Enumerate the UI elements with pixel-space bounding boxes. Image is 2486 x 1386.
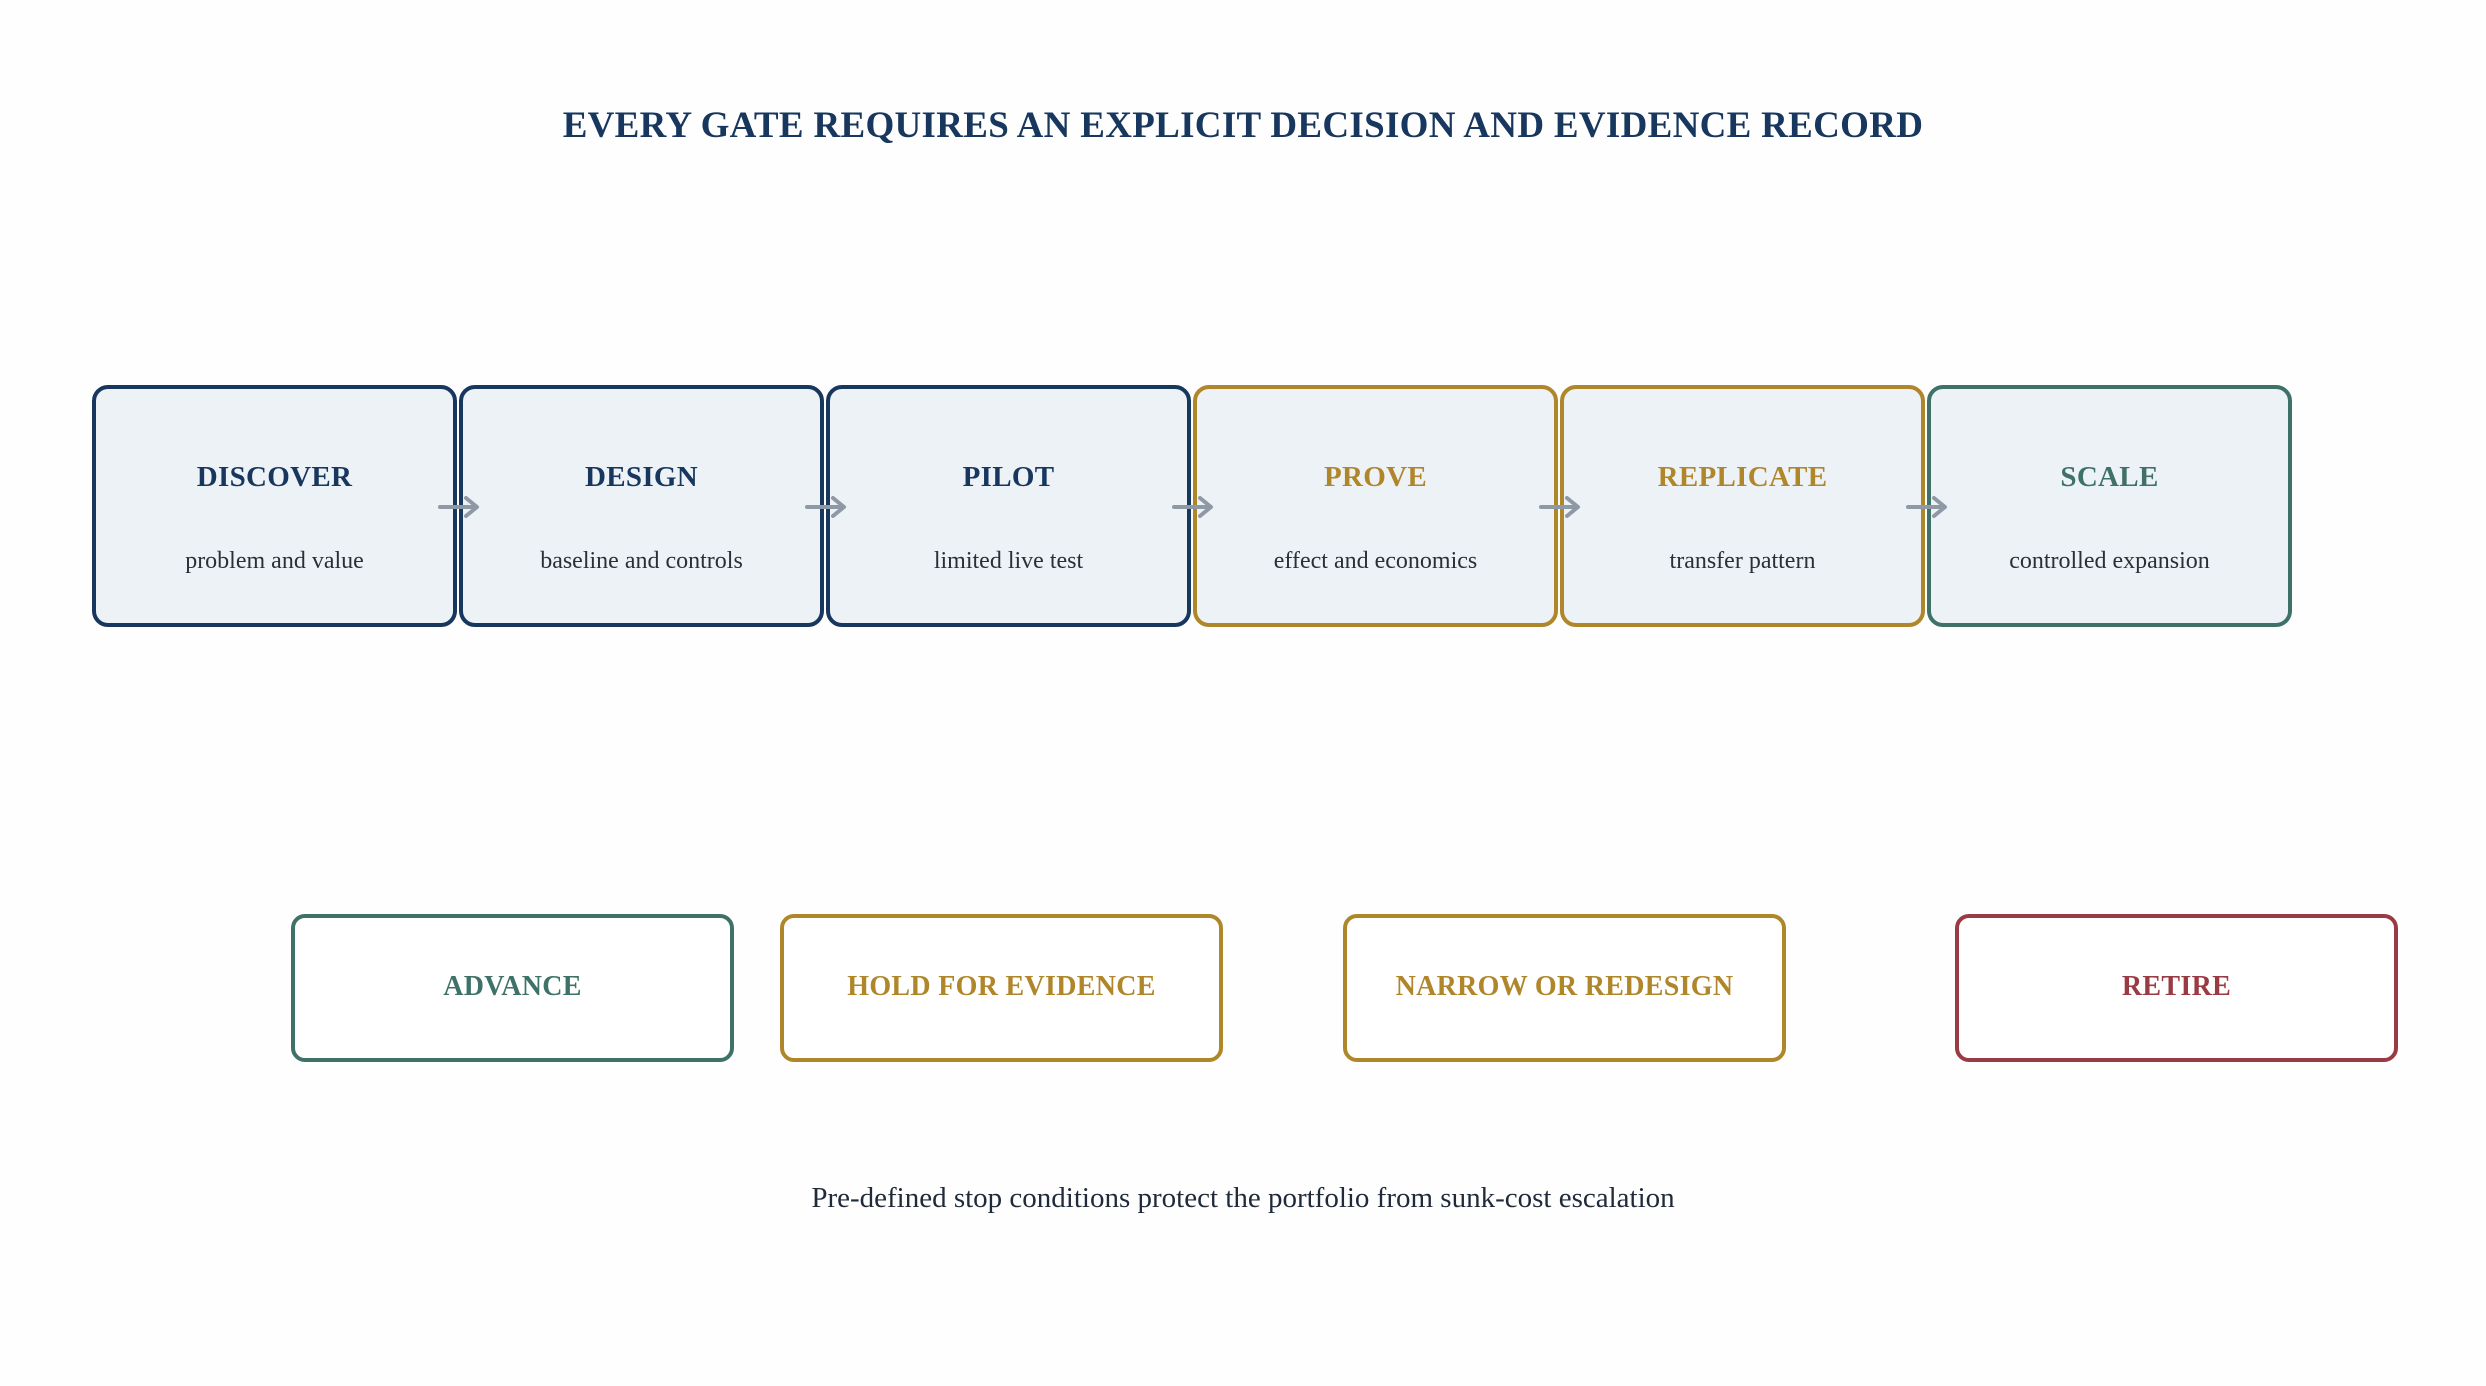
arrow-right-icon — [1539, 496, 1580, 518]
stage-subtitle: limited live test — [933, 548, 1084, 574]
diagram-title: EVERY GATE REQUIRES AN EXPLICIT DECISION… — [562, 105, 1924, 146]
stage-name: SCALE — [2060, 461, 2159, 493]
decision-label: RETIRE — [2121, 971, 2232, 1002]
decision-label: NARROW OR REDESIGN — [1395, 971, 1734, 1002]
arrow-right-icon — [1906, 496, 1947, 518]
stage-name: DESIGN — [585, 461, 698, 493]
decision-hold-for-evidence: HOLD FOR EVIDENCE — [780, 914, 1223, 1062]
decision-narrow-or-redesign: NARROW OR REDESIGN — [1343, 914, 1786, 1062]
stage-name: PILOT — [962, 461, 1055, 493]
stage-subtitle: controlled expansion — [2009, 548, 2210, 574]
stage-name: DISCOVER — [196, 461, 353, 493]
stage-subtitle: effect and economics — [1273, 548, 1478, 574]
stage-discover: DISCOVER problem and value — [92, 385, 457, 627]
stage-prove: PROVE effect and economics — [1193, 385, 1558, 627]
arrow-right-icon — [1172, 496, 1213, 518]
stage-pilot: PILOT limited live test — [826, 385, 1191, 627]
stage-subtitle: problem and value — [185, 548, 364, 574]
decision-label: ADVANCE — [443, 971, 582, 1002]
stage-name: REPLICATE — [1657, 461, 1828, 493]
arrow-right-icon — [805, 496, 846, 518]
stage-scale: SCALE controlled expansion — [1927, 385, 2292, 627]
footnote: Pre-defined stop conditions protect the … — [811, 1182, 1675, 1214]
stage-subtitle: transfer pattern — [1669, 548, 1816, 574]
arrow-right-icon — [438, 496, 479, 518]
decision-retire: RETIRE — [1955, 914, 2398, 1062]
stage-name: PROVE — [1324, 461, 1427, 493]
stage-design: DESIGN baseline and controls — [459, 385, 824, 627]
decision-label: HOLD FOR EVIDENCE — [847, 971, 1156, 1002]
stage-replicate: REPLICATE transfer pattern — [1560, 385, 1925, 627]
decision-advance: ADVANCE — [291, 914, 734, 1062]
stage-subtitle: baseline and controls — [540, 548, 743, 574]
